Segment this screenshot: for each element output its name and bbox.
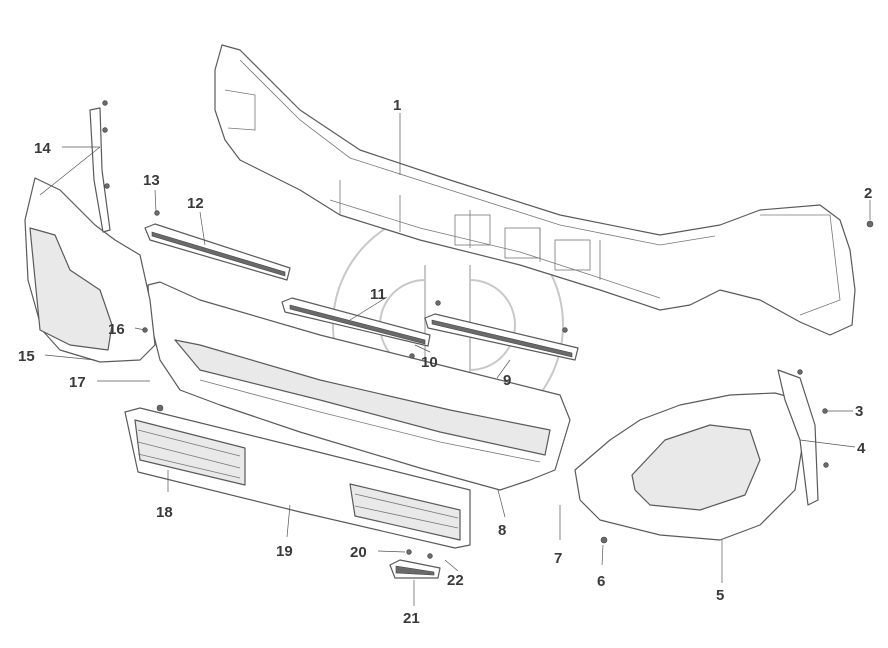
callout-13: 13 (143, 172, 160, 189)
part-1-upper-frame (214, 44, 856, 336)
fasteners (102, 100, 874, 559)
callout-labels: 1 2 3 4 5 6 7 8 9 10 11 12 13 14 15 16 1… (18, 97, 872, 627)
part-4-right-bracket (777, 369, 819, 506)
callout-5: 5 (716, 587, 724, 604)
callout-9: 9 (503, 372, 511, 389)
part-8-bumper-crossmember (147, 281, 571, 491)
callout-6: 6 (597, 573, 605, 590)
part-14-left-bracket (89, 107, 111, 233)
callout-8: 8 (498, 522, 506, 539)
part-15-left-corner (24, 177, 156, 363)
part-5-right-corner (574, 392, 806, 541)
part-9-right-step (424, 313, 579, 361)
callout-11: 11 (370, 286, 386, 303)
callout-21: 21 (403, 610, 420, 627)
part-12-left-step (144, 223, 291, 281)
callout-12: 12 (187, 195, 204, 212)
callout-2: 2 (864, 185, 872, 202)
callout-19: 19 (276, 543, 293, 560)
part-21-step-pad (389, 559, 441, 579)
callout-22: 22 (447, 572, 464, 589)
part-11-center-step (281, 297, 431, 347)
callout-16: 16 (108, 321, 125, 338)
callout-7: 7 (554, 550, 562, 567)
callout-15: 15 (18, 348, 35, 365)
callout-18: 18 (156, 504, 173, 521)
callout-4: 4 (857, 440, 866, 457)
callout-17: 17 (69, 374, 86, 391)
callout-10: 10 (421, 354, 438, 371)
part-19-grille (124, 407, 471, 549)
callout-3: 3 (855, 403, 863, 420)
leader-lines (39, 113, 871, 606)
callout-1: 1 (393, 97, 401, 114)
callout-20: 20 (350, 544, 367, 561)
callout-14: 14 (34, 140, 51, 157)
